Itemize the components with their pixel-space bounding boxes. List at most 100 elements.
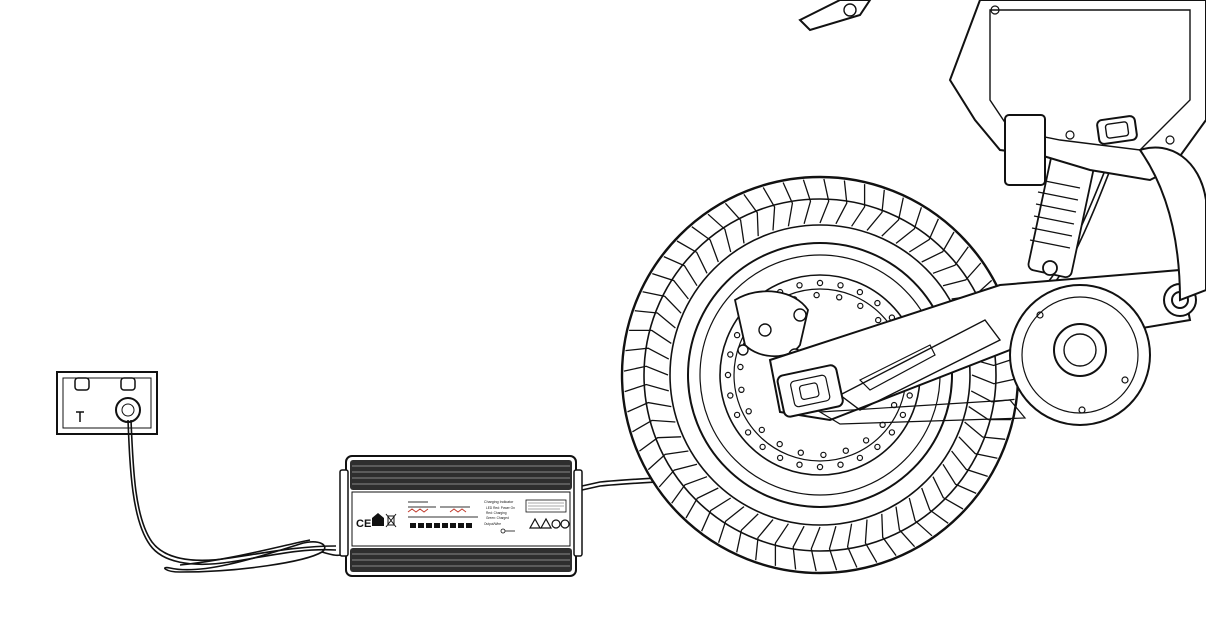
tire-tread-lug	[908, 218, 939, 253]
tire-tread-lug	[881, 513, 897, 556]
tire-tread-lug	[717, 506, 745, 543]
brake-disc-hole	[888, 429, 896, 436]
tire-tread-lug	[634, 310, 676, 329]
tire-tread-lug	[707, 213, 732, 253]
brake-disc-hole	[857, 302, 864, 310]
brake-disc-hole	[820, 451, 827, 459]
brake-disc-hole	[733, 331, 741, 339]
tire-tread-lug	[625, 347, 670, 360]
brake-disc-hole	[874, 299, 881, 307]
tire-tread-lug	[642, 291, 682, 314]
charging-indicator-title: Charging Indicator	[484, 500, 514, 504]
brake-disc-hole	[837, 461, 844, 468]
tire-tread-lug	[810, 526, 821, 572]
charger-icon: CE Charging Indicator LED Red: Power On	[339, 455, 583, 577]
tire-tread-lug	[864, 519, 878, 563]
charging-indicator-line: Green: Charged	[486, 516, 509, 520]
brake-disc-hole	[906, 392, 913, 399]
brake-disc-hole	[796, 461, 803, 468]
tire-tread-lug	[958, 436, 998, 459]
brake-disc-hole	[776, 454, 784, 462]
brake-disc-hole	[727, 351, 734, 358]
tire-tread-lug	[623, 365, 669, 376]
tire-tread-lug	[629, 329, 672, 344]
tire-tread-lug	[685, 487, 719, 519]
brake-disc-hole	[776, 440, 783, 448]
motor-hub	[1009, 284, 1151, 426]
brake-disc-hole	[899, 411, 907, 419]
tire-tread-lug	[802, 179, 812, 224]
tire-tread-lug	[942, 262, 982, 287]
tire-tread-lug	[828, 526, 838, 571]
tire-tread-lug	[792, 525, 805, 570]
tire-tread-lug	[932, 246, 969, 274]
tire-tread-lug	[743, 194, 759, 237]
tire-tread-lug	[639, 436, 682, 452]
brake-disc-hole	[856, 288, 864, 296]
brake-disc-hole	[816, 279, 824, 287]
tire-tread-lug	[908, 497, 933, 537]
tire-tread-lug	[627, 401, 672, 413]
tire-tread-lug	[942, 463, 977, 494]
tire-tread-lug	[624, 383, 669, 393]
brake-disc-hole	[837, 282, 844, 289]
brake-disc-hole	[727, 392, 734, 399]
tire-tread-lug	[932, 476, 964, 510]
brake-disc-hole	[758, 426, 766, 434]
tire-tread-lug	[835, 180, 848, 225]
tire-tread-lug	[671, 476, 708, 504]
tire-tread-lug	[895, 506, 916, 548]
charging-indicator-line: Output/Wire	[484, 522, 501, 526]
brake-disc-hole	[745, 408, 752, 415]
charging-indicator-line: LED Red: Power On	[486, 506, 515, 510]
brake-disc-hole	[862, 437, 870, 444]
tire-tread-lug	[782, 182, 794, 227]
brake-disc-hole	[816, 463, 824, 471]
tire-tread-lug	[895, 207, 923, 244]
brake-disc-hole	[737, 363, 744, 371]
warning-icon	[528, 517, 570, 529]
tire-tread-lug	[774, 523, 789, 566]
brake-disc-hole	[813, 291, 820, 299]
tire-tread-lug	[701, 497, 732, 532]
tire-tread-lug	[658, 463, 698, 488]
ce-mark-icon: CE	[356, 518, 371, 530]
tire-tread-lug	[652, 272, 689, 300]
tire-tread-lug	[691, 226, 719, 263]
tire-tread-lug	[851, 184, 866, 227]
tire-tread-lug	[736, 513, 759, 553]
brake-disc-hole	[836, 294, 843, 301]
tire-tread-lug	[964, 421, 1006, 440]
charge-port	[1096, 115, 1138, 145]
brake-disc-hole	[738, 386, 745, 393]
tire-tread-lug	[762, 187, 776, 231]
brake-disc-hole	[759, 443, 766, 451]
brake-disc-hole	[842, 447, 850, 454]
tire-tread-lug	[846, 523, 858, 568]
tire-tread-lug	[663, 256, 698, 287]
tire-tread-lug	[647, 450, 689, 471]
tire-tread-lug	[866, 189, 885, 231]
tire-tread-lug	[724, 202, 745, 244]
tire-tread-lug	[921, 487, 949, 524]
power-outlet-icon	[115, 397, 141, 423]
brake-disc-hole	[744, 429, 752, 436]
tire-tread-lug	[921, 231, 955, 263]
brake-disc-hole	[874, 443, 881, 451]
tire-tread-lug	[676, 240, 708, 274]
bike-frame	[798, 0, 1206, 302]
brake-disc-hole	[875, 316, 882, 324]
tire-tread-lug	[755, 519, 774, 561]
tire-tread-lug	[632, 419, 676, 433]
brake-disc-hole	[856, 454, 864, 462]
tire-tread-lug	[951, 450, 988, 478]
tire-tread-lug	[819, 178, 830, 224]
wall-outlet	[56, 371, 158, 435]
tire-tread-lug	[971, 374, 1017, 385]
brake-disc-hole	[733, 411, 741, 419]
brake-disc-hole	[796, 282, 803, 289]
brake-disc-hole	[724, 371, 732, 379]
power-cable	[127, 419, 347, 573]
tire-tread-lug	[881, 197, 904, 237]
